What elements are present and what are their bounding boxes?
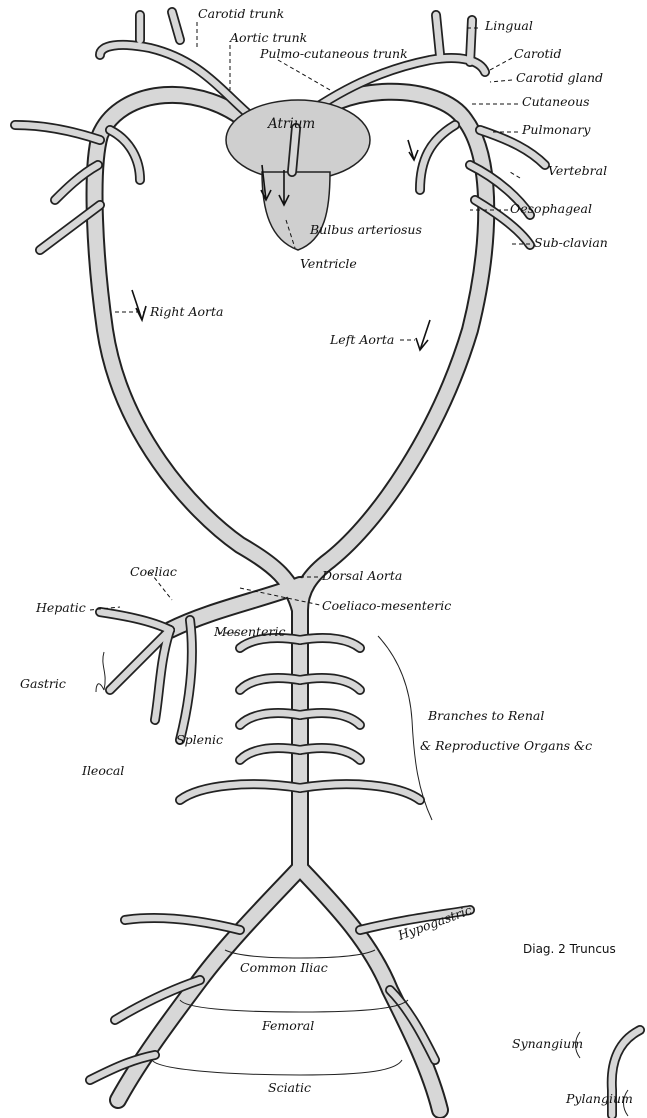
label-branches-line2: & Reproductive Organs &c	[420, 738, 592, 753]
common-iliac-brace	[225, 950, 375, 958]
ventricle-shape	[262, 172, 330, 250]
label-coeliaco-mesenteric: Coeliaco-mesenteric	[322, 598, 451, 613]
label-dorsal-aorta: Dorsal Aorta	[321, 568, 402, 583]
femoral-brace	[180, 1000, 408, 1012]
label-aortic-trunk: Aortic trunk	[229, 30, 307, 45]
label-diag2-title: Diag. 2 Truncus	[523, 942, 616, 956]
label-pulmo-cutaneous-trunk: Pulmo-cutaneous trunk	[259, 46, 408, 61]
label-mesenteric: Mesenteric	[213, 624, 285, 639]
label-splenic: Splenic	[176, 732, 223, 747]
label-sciatic: Sciatic	[268, 1080, 311, 1095]
label-oesophageal: Oesophageal	[510, 201, 592, 216]
flow-arrow-icon	[132, 290, 146, 320]
flow-arrow-icon	[416, 320, 430, 350]
label-left-aorta: Left Aorta	[329, 332, 394, 347]
label-femoral: Femoral	[261, 1018, 314, 1033]
gastric-brace	[96, 652, 105, 692]
label-pulmonary: Pulmonary	[521, 122, 591, 137]
label-intestinal: Ileocal	[81, 763, 124, 778]
label-bulbus-arteriosus: Bulbus arteriosus	[309, 222, 422, 237]
label-gastric: Gastric	[20, 676, 66, 691]
flow-arrow-icon	[408, 140, 418, 160]
label-hepatic: Hepatic	[35, 600, 86, 615]
label-common-iliac: Common Iliac	[240, 960, 328, 975]
label-branches-line1: Branches to Renal	[427, 708, 544, 723]
label-sub-clavian: Sub-clavian	[534, 235, 608, 250]
label-carotid-gland: Carotid gland	[516, 70, 603, 85]
sciatic-brace	[152, 1060, 402, 1075]
label-vertebral: Vertebral	[548, 163, 607, 178]
label-coeliac: Coeliac	[130, 564, 177, 579]
label-carotid-trunk: Carotid trunk	[198, 6, 284, 21]
label-synangium: Synangium	[512, 1036, 583, 1051]
label-cutaneous: Cutaneous	[522, 94, 590, 109]
label-atrium: Atrium	[266, 116, 315, 132]
label-lingual: Lingual	[484, 18, 533, 33]
label-right-aorta: Right Aorta	[149, 304, 223, 319]
label-ventricle: Ventricle	[300, 256, 357, 271]
label-carotid: Carotid	[514, 46, 562, 61]
label-pylangium: Pylangium	[565, 1091, 633, 1106]
